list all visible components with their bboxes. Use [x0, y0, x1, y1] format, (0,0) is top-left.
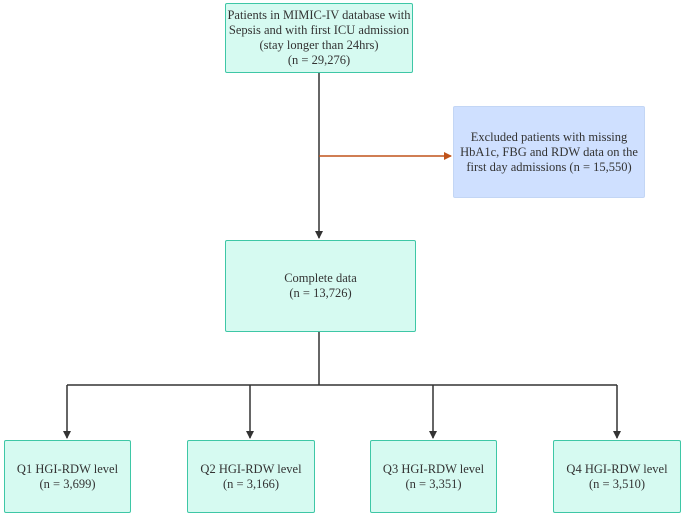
- q3-label: Q3 HGI-RDW level: [382, 461, 485, 476]
- q2-count: (n = 3,166): [223, 476, 279, 491]
- q2-label: Q2 HGI-RDW level: [200, 461, 302, 476]
- q4-label: Q4 HGI-RDW level: [566, 461, 668, 476]
- q1-count: (n = 3,699): [39, 476, 96, 491]
- top-box-mimic-cohort: Patients in MIMIC-IV database with Sepsi…: [225, 3, 413, 73]
- complete-data-count: (n = 13,726): [289, 286, 352, 300]
- complete-data-label: Complete data: [284, 271, 357, 285]
- q3-group-box: Q3 HGI-RDW level (n = 3,351): [370, 440, 497, 513]
- excluded-box-line: Excluded patients with missing: [470, 129, 628, 144]
- complete-data-box: Complete data (n = 13,726): [225, 240, 416, 332]
- q4-count: (n = 3,510): [589, 476, 645, 491]
- excluded-box: Excluded patients with missing HbA1c, FB…: [453, 106, 645, 198]
- q3-count: (n = 3,351): [405, 476, 462, 491]
- top-box-line: Patients in MIMIC-IV database with: [227, 8, 411, 22]
- top-box-line: (stay longer than 24hrs): [259, 38, 379, 52]
- q1-group-box: Q1 HGI-RDW level (n = 3,699): [4, 440, 131, 513]
- excluded-box-line: HbA1c, FBG and RDW data on the: [460, 144, 638, 159]
- q4-group-box: Q4 HGI-RDW level (n = 3,510): [553, 440, 681, 513]
- top-box-count: (n = 29,276): [287, 53, 351, 67]
- q2-group-box: Q2 HGI-RDW level (n = 3,166): [187, 440, 315, 513]
- q1-label: Q1 HGI-RDW level: [16, 461, 119, 476]
- top-box-line: Sepsis and with first ICU admission: [228, 23, 410, 37]
- excluded-box-line: first day admissions (n = 15,550): [466, 159, 632, 174]
